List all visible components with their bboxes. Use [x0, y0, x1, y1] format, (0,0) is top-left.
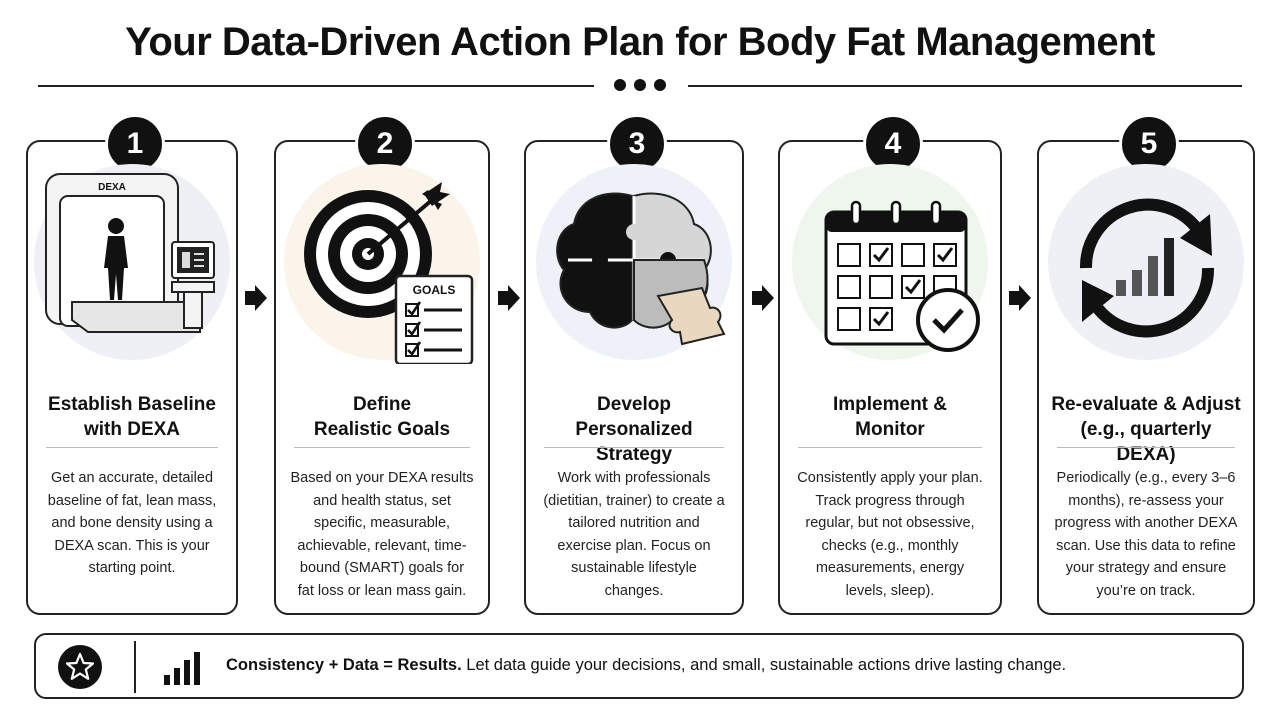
brain-puzzle-icon — [526, 164, 742, 384]
step-title: Re-evaluate & Adjust(e.g., quarterly DEX… — [1051, 394, 1241, 465]
step-card-5: 5 Re-evaluate & Adjust(e.g., quarterly D… — [1037, 114, 1255, 615]
step-description: Based on your DEXA results and health st… — [290, 470, 474, 599]
card-divider — [294, 447, 470, 448]
footer-divider — [134, 641, 136, 693]
step-description: Work with professionals (dietitian, trai… — [543, 470, 725, 599]
step-title: Implement &Monitor — [832, 394, 948, 440]
title-divider-right — [688, 85, 1242, 87]
step-description: Get an accurate, detailed baseline of fa… — [47, 470, 217, 576]
step-description: Periodically (e.g., every 3–6 months), r… — [1054, 470, 1238, 599]
dexa-scanner-icon: DEXA — [28, 164, 236, 384]
card-divider — [544, 447, 724, 448]
bar-chart-icon — [164, 652, 200, 685]
card-divider — [798, 447, 982, 448]
arrow-right-icon — [1009, 285, 1031, 311]
step-description: Consistently apply your plan. Track prog… — [797, 470, 983, 599]
step-card-4: 4 Implement &Monitor Consistently apply … — [778, 114, 1002, 615]
goals-label: GOALS — [413, 283, 456, 297]
divider-dots — [614, 79, 666, 93]
footer-emphasis: Consistency + Data = Results. — [226, 656, 462, 674]
star-icon — [58, 645, 102, 689]
footer-message: Consistency + Data = Results. Let data g… — [226, 656, 1066, 675]
summary-footer: Consistency + Data = Results. Let data g… — [34, 633, 1244, 699]
card-divider — [1057, 447, 1235, 448]
card-divider — [46, 447, 218, 448]
arrow-right-icon — [752, 285, 774, 311]
page-title: Your Data-Driven Action Plan for Body Fa… — [125, 20, 1155, 64]
cycle-chart-icon — [1039, 164, 1253, 384]
footer-text: Let data guide your decisions, and small… — [461, 656, 1067, 674]
dexa-label: DEXA — [98, 182, 126, 193]
step-number-badge: 5 — [1119, 114, 1179, 174]
calendar-check-icon — [780, 164, 1000, 384]
arrow-right-icon — [498, 285, 520, 311]
target-goals-icon: GOALS — [276, 164, 488, 384]
arrow-right-icon — [245, 285, 267, 311]
title-divider-left — [38, 85, 594, 87]
